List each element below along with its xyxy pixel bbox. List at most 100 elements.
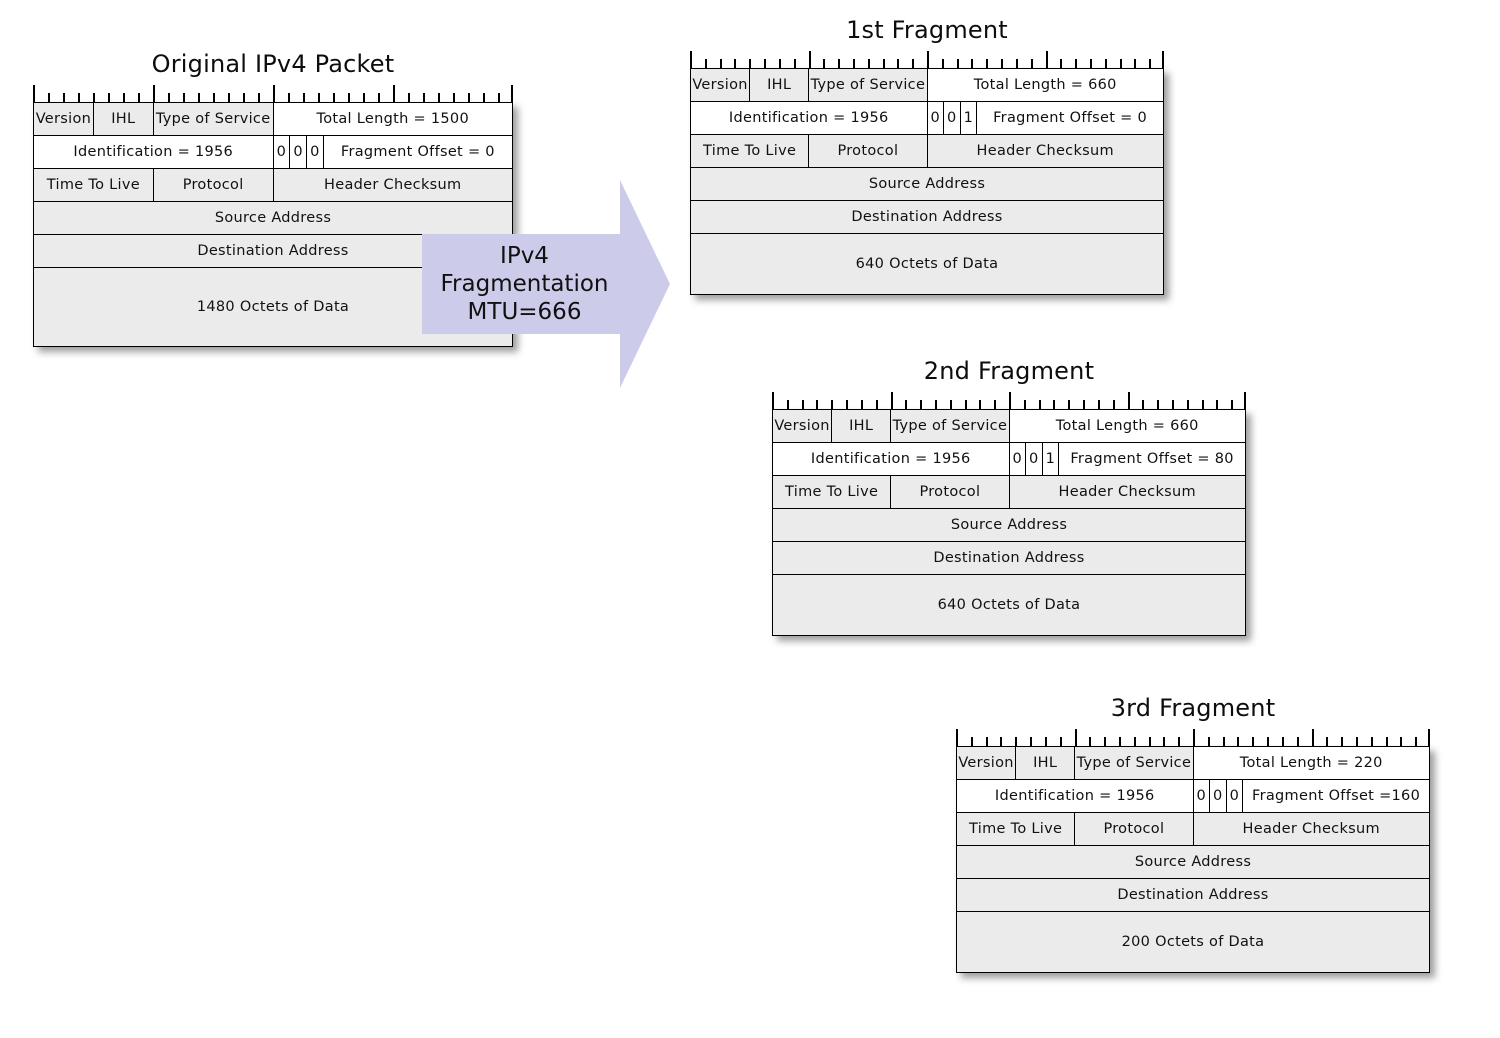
field-version: Version xyxy=(771,409,833,443)
ruler-tick-minor xyxy=(1083,400,1086,409)
ruler-tick-minor xyxy=(823,59,826,68)
ruler-tick-major xyxy=(153,85,155,102)
field-version: Version xyxy=(955,746,1017,780)
packet-title-fragment3: 3rd Fragment xyxy=(1110,694,1276,722)
ruler-tick-minor xyxy=(1089,59,1092,68)
field-header-checksum: Header Checksum xyxy=(1008,475,1246,509)
flag-bit-dont-fragment: 0 xyxy=(1209,779,1227,813)
ruler-tick-minor xyxy=(423,93,425,102)
field-ihl: IHL xyxy=(1015,746,1076,780)
ruler-tick-minor xyxy=(1044,737,1047,746)
ruler-tick-minor xyxy=(78,93,80,102)
ruler-tick-minor xyxy=(258,93,260,102)
ruler-tick-minor xyxy=(1296,737,1299,746)
ruler-tick-minor xyxy=(979,400,982,409)
field-type-of-service: Type of Service xyxy=(152,102,274,136)
header-row-3: Time To Live Protocol Header Checksum xyxy=(955,812,1430,846)
ruler-tick-major xyxy=(1162,51,1164,68)
ruler-tick-minor xyxy=(1267,737,1270,746)
field-payload: 640 Octets of Data xyxy=(690,233,1164,295)
field-source-address: Source Address xyxy=(956,845,1430,879)
ruler-tick-minor xyxy=(108,93,110,102)
ruler-tick-minor xyxy=(1222,737,1225,746)
ruler-tick-minor xyxy=(994,400,997,409)
ruler-tick-minor xyxy=(1001,59,1004,68)
ruler-tick-minor xyxy=(1237,737,1240,746)
header-row-4: Source Address xyxy=(956,845,1430,879)
flag-bit-more-fragments: 0 xyxy=(306,135,324,169)
ruler-tick-minor xyxy=(378,93,380,102)
bit-ruler-fragment1 xyxy=(690,51,1164,68)
header-row-2: Identification = 1956 0 0 1 Fragment Off… xyxy=(772,442,1246,476)
ruler-tick-minor xyxy=(1415,737,1418,746)
packet-fragment3: 3rd Fragment Version IHL Type of Service… xyxy=(955,694,1430,973)
ruler-tick-minor xyxy=(1000,737,1003,746)
ruler-tick-minor xyxy=(348,93,350,102)
ruler-tick-major xyxy=(1127,392,1130,409)
ruler-tick-major xyxy=(927,51,929,68)
ruler-tick-major xyxy=(772,392,774,409)
field-ihl: IHL xyxy=(749,68,810,102)
field-destination-address: Destination Address xyxy=(690,200,1164,234)
ruler-tick-minor xyxy=(1385,737,1388,746)
field-time-to-live: Time To Live xyxy=(771,475,892,509)
field-destination-address: Destination Address xyxy=(956,878,1430,912)
header-row-5: Destination Address xyxy=(690,200,1164,234)
ruler-tick-minor xyxy=(1157,400,1160,409)
ruler-tick-minor xyxy=(408,93,410,102)
flag-bit-reserved: 0 xyxy=(272,135,291,169)
ruler-tick-minor xyxy=(956,59,959,68)
packet-title-fragment2: 2nd Fragment xyxy=(923,357,1095,385)
ruler-tick-minor xyxy=(1060,59,1063,68)
header-row-2: Identification = 1956 0 0 0 Fragment Off… xyxy=(956,779,1430,813)
ruler-tick-minor xyxy=(1171,400,1174,409)
ruler-tick-minor xyxy=(1148,737,1151,746)
bit-ruler-fragment3 xyxy=(956,729,1430,746)
packet-table-original: Version IHL Type of Service Total Length… xyxy=(33,102,514,347)
ruler-tick-minor xyxy=(1341,737,1344,746)
ruler-tick-major xyxy=(1428,729,1430,746)
field-time-to-live: Time To Live xyxy=(689,134,810,168)
field-identification: Identification = 1956 xyxy=(33,135,274,169)
header-row-5: Destination Address xyxy=(772,541,1246,575)
ruler-tick-minor xyxy=(1119,59,1122,68)
header-row-3: Time To Live Protocol Header Checksum xyxy=(689,134,1164,168)
ruler-tick-minor xyxy=(183,93,185,102)
field-payload: 200 Octets of Data xyxy=(956,911,1430,973)
ruler-tick-minor xyxy=(1097,400,1100,409)
header-row-1: Version IHL Type of Service Total Length… xyxy=(33,102,513,136)
payload-row: 200 Octets of Data xyxy=(956,911,1430,973)
ruler-tick-minor xyxy=(1252,737,1255,746)
ruler-tick-minor xyxy=(719,59,722,68)
header-row-3: Time To Live Protocol Header Checksum xyxy=(33,168,513,202)
ruler-tick-minor xyxy=(985,737,988,746)
ruler-tick-minor xyxy=(793,59,796,68)
ruler-tick-minor xyxy=(1015,737,1018,746)
ruler-tick-minor xyxy=(786,400,789,409)
ruler-tick-minor xyxy=(1281,737,1284,746)
header-row-1: Version IHL Type of Service Total Length… xyxy=(955,746,1430,780)
packet-table-fragment2: Version IHL Type of Service Total Length… xyxy=(771,409,1246,636)
ruler-tick-minor xyxy=(971,59,974,68)
ruler-tick-major xyxy=(890,392,893,409)
ruler-tick-minor xyxy=(867,59,870,68)
field-total-length: Total Length = 1500 xyxy=(272,102,513,136)
field-protocol: Protocol xyxy=(152,168,274,202)
field-version: Version xyxy=(33,102,94,136)
ruler-tick-major xyxy=(690,51,692,68)
ruler-tick-minor xyxy=(860,400,863,409)
ruler-tick-minor xyxy=(949,400,952,409)
field-ihl: IHL xyxy=(831,409,892,443)
ruler-tick-minor xyxy=(123,93,125,102)
arrow-label-line1: IPv4 Fragmentation xyxy=(440,242,609,297)
ruler-tick-minor xyxy=(1068,400,1071,409)
field-total-length: Total Length = 660 xyxy=(926,68,1164,102)
ruler-tick-major xyxy=(1009,392,1011,409)
field-type-of-service: Type of Service xyxy=(808,68,928,102)
ruler-tick-major xyxy=(393,85,395,102)
ruler-tick-minor xyxy=(1104,737,1107,746)
header-row-2: Identification = 1956 0 0 1 Fragment Off… xyxy=(690,101,1164,135)
ruler-tick-minor xyxy=(897,59,900,68)
packet-fragment1: 1st Fragment Version IHL Type of Service… xyxy=(689,18,1164,295)
field-time-to-live: Time To Live xyxy=(955,812,1076,846)
